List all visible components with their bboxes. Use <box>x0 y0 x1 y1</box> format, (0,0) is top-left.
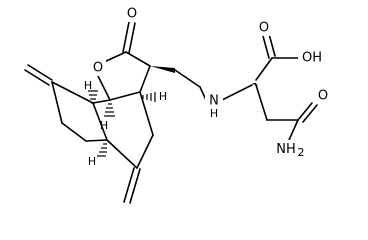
hash-bond <box>104 103 115 117</box>
bond <box>125 51 151 67</box>
bond <box>136 134 154 169</box>
bond <box>96 73 111 101</box>
bond <box>51 81 63 124</box>
bond <box>92 99 111 104</box>
hash-bond <box>88 90 98 104</box>
bond <box>109 91 141 101</box>
atom-oxygen-ring: O <box>93 61 103 76</box>
bond <box>297 102 313 121</box>
atom-oxygen-acid-carbonyl: O <box>259 21 269 36</box>
bond <box>139 91 154 136</box>
atom-labels: O O H H H H N H O OH O NH 2 <box>84 6 331 168</box>
bond-layer <box>24 21 318 204</box>
stereo-layer <box>88 66 258 157</box>
atom-amide-nh2: NH <box>276 142 296 157</box>
bond <box>85 139 108 142</box>
atom-amide-nh2-subscript: 2 <box>298 146 305 159</box>
bond <box>103 51 127 63</box>
bond <box>27 64 53 81</box>
atom-hydrogen-stereo: H <box>84 79 92 92</box>
bond <box>122 21 130 53</box>
wedge-bond <box>150 66 175 73</box>
bond <box>139 65 151 93</box>
atom-hydrogen-stereo: H <box>100 119 108 132</box>
bond <box>268 33 276 57</box>
atom-nitrogen-amine: N <box>209 94 219 109</box>
atom-oxygen-carbonyl: O <box>127 7 137 22</box>
bond <box>255 57 273 81</box>
atom-hydrogen-stereo: H <box>159 90 167 103</box>
wedge-bond <box>252 83 258 87</box>
atom-hydroxyl-acid: OH <box>302 51 322 66</box>
bond <box>255 84 268 121</box>
bond <box>174 69 201 88</box>
bond <box>221 84 253 101</box>
bond <box>123 167 135 203</box>
bond <box>262 35 270 59</box>
hash-bond <box>142 92 156 102</box>
hash-bond <box>97 143 107 157</box>
bond <box>288 119 299 141</box>
bond <box>92 102 108 141</box>
bond <box>106 139 138 169</box>
atom-oxygen-amide: O <box>318 89 328 104</box>
atom-hydrogen-stereo: H <box>88 155 96 168</box>
bond <box>61 122 87 142</box>
bond <box>302 104 318 123</box>
bond <box>24 69 50 86</box>
bond <box>51 81 94 104</box>
bond <box>128 22 136 54</box>
bond <box>129 168 141 204</box>
atom-hydrogen-amine: H <box>210 107 218 120</box>
